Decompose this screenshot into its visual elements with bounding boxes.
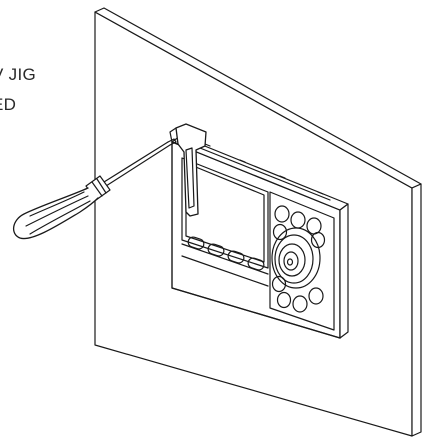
key-button	[308, 287, 324, 305]
screwdriver-ferrule-ring	[91, 178, 107, 197]
unit-bottom-lip	[171, 287, 341, 339]
screwdriver-handle-groove	[25, 191, 91, 235]
caption-line-1: V JIG	[0, 65, 37, 84]
caption-text: V JIG ED	[0, 60, 36, 120]
screwdriver-icon	[13, 138, 177, 240]
soft-keys	[181, 236, 269, 287]
key-button	[274, 205, 290, 223]
panel-side-edge	[411, 183, 422, 437]
unit-bezel-side	[339, 203, 349, 339]
rotary-knob-icon	[271, 227, 321, 289]
display-unit	[171, 135, 349, 339]
jig-body	[175, 123, 207, 217]
key-button	[272, 223, 288, 241]
unit-top-ridge	[199, 143, 331, 201]
screwdriver-tip	[167, 138, 177, 146]
caption-line-2: ED	[0, 95, 17, 114]
key-button	[276, 291, 292, 309]
key-button	[292, 295, 308, 313]
jig-slot	[185, 147, 195, 209]
screwdriver-handle	[13, 187, 99, 240]
key-button	[310, 231, 326, 249]
screwdriver-shaft	[103, 141, 171, 187]
key-button	[271, 275, 287, 293]
keypad-buttons	[271, 205, 326, 313]
key-button	[290, 211, 306, 229]
soft-key-strip	[181, 243, 269, 287]
